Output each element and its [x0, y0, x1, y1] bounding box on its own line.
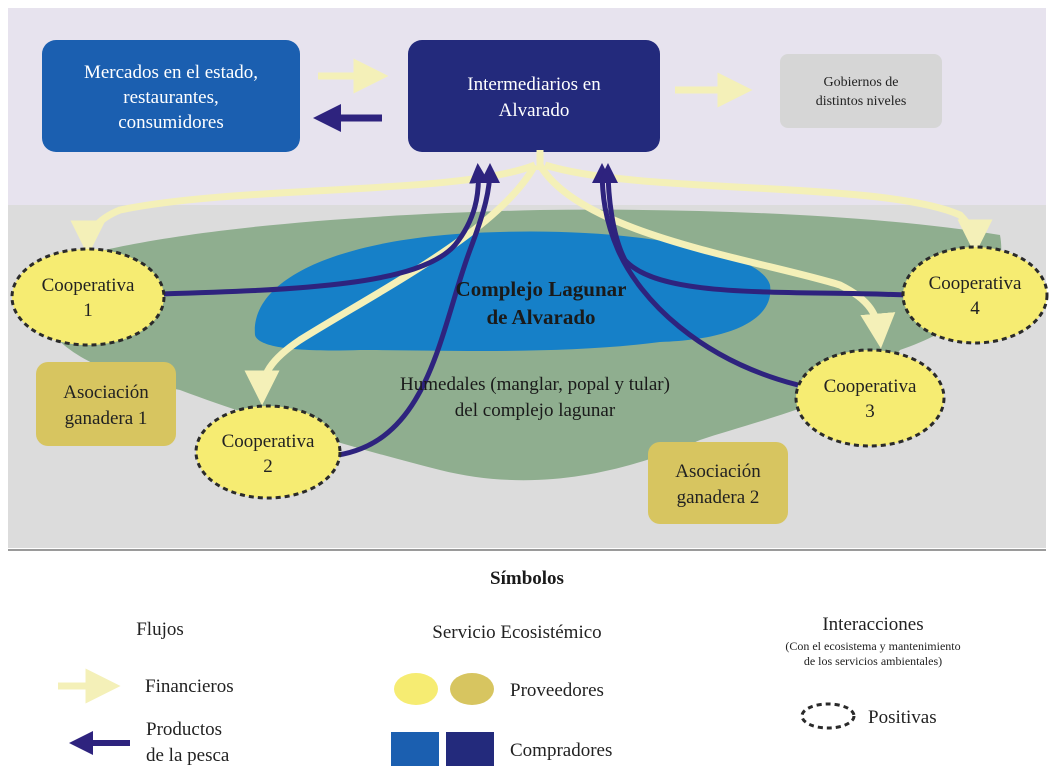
legend-positivas-label: Positivas — [868, 707, 937, 728]
legend-proveedores-label: Proveedores — [510, 680, 604, 701]
legend-flujos-heading: Flujos — [136, 619, 184, 640]
legend-financieros-label: Financieros — [145, 676, 234, 697]
asociacion-ganadera-2 — [648, 442, 788, 524]
cooperativa-1 — [10, 247, 166, 347]
cooperativa-2-line-2: 2 — [263, 456, 273, 477]
gobiernos-box — [780, 54, 942, 128]
financial-arrow-to-cooperativa-4 — [543, 161, 993, 255]
lagoon — [254, 231, 771, 351]
asociacion-1-line-1: Asociación — [63, 382, 149, 403]
product-arrow-from-cooperativa-1 — [159, 163, 490, 297]
cooperativa-3-line-2: 3 — [865, 401, 875, 422]
mercados-line-3: consumidores — [118, 112, 224, 133]
lagoon-label-line-1: Complejo Lagunar — [456, 277, 627, 301]
financial-arrow-to-cooperativa-1 — [70, 161, 537, 256]
gobiernos-line-2: distintos niveles — [816, 94, 907, 109]
legend-comprador-swatch-light — [391, 732, 439, 766]
mercados-box — [42, 40, 300, 152]
mercados-line-1: Mercados en el estado, — [84, 62, 258, 83]
cooperativa-4 — [901, 245, 1049, 345]
legend-compradores-label: Compradores — [510, 740, 612, 761]
legend-productos-line-2: de la pesca — [146, 745, 230, 766]
legend-title: Símbolos — [490, 568, 564, 589]
legend-comprador-swatch-dark — [446, 732, 494, 766]
product-arrow-from-cooperativa-4 — [598, 163, 906, 298]
intermediarios-box — [408, 40, 660, 152]
asociacion-ganadera-1 — [36, 362, 176, 446]
cooperativa-4-line-1: Cooperativa — [929, 273, 1022, 294]
legend-servicio-heading: Servicio Ecosistémico — [432, 622, 601, 643]
financial-arrow-to-cooperativa-2 — [244, 163, 539, 406]
cooperativa-4-line-2: 4 — [970, 298, 980, 319]
gobiernos-line-1: Gobiernos de — [823, 75, 898, 90]
product-arrow-from-cooperativa-2 — [337, 163, 500, 458]
mercados-line-2: restaurantes, — [123, 87, 218, 108]
intermediarios-line-2: Alvarado — [499, 100, 570, 121]
cooperativa-1-line-2: 1 — [83, 300, 93, 321]
legend-interacciones-heading: Interacciones — [822, 614, 923, 635]
asociacion-2-line-2: ganadera 2 — [677, 487, 760, 508]
cooperativa-2-line-1: Cooperativa — [222, 431, 315, 452]
legend-interacciones-sub-1: (Con el ecosistema y mantenimiento — [785, 639, 960, 653]
cooperativa-3 — [794, 348, 946, 448]
intermediarios-line-1: Intermediarios en — [467, 74, 601, 95]
legend-interacciones-sub-2: de los servicios ambientales) — [804, 654, 942, 668]
legend-positiva-swatch — [800, 702, 856, 730]
legend-productos-line-1: Productos — [146, 719, 222, 740]
cooperativa-2 — [194, 404, 342, 500]
cooperativa-1-line-1: Cooperativa — [42, 275, 135, 296]
legend-proveedor-swatch-light — [394, 673, 438, 705]
financial-arrow-to-cooperativa-3 — [536, 163, 896, 349]
legend-proveedor-swatch-dark — [450, 673, 494, 705]
cooperativa-3-line-1: Cooperativa — [824, 376, 917, 397]
wetlands-label-line-2: del complejo lagunar — [455, 400, 616, 421]
product-arrow-from-cooperativa-3 — [592, 163, 799, 388]
asociacion-1-line-2: ganadera 1 — [65, 408, 148, 429]
lagoon-label-line-2: de Alvarado — [486, 305, 595, 329]
asociacion-2-line-1: Asociación — [675, 461, 761, 482]
wetlands-label-line-1: Humedales (manglar, popal y tular) — [400, 374, 670, 395]
